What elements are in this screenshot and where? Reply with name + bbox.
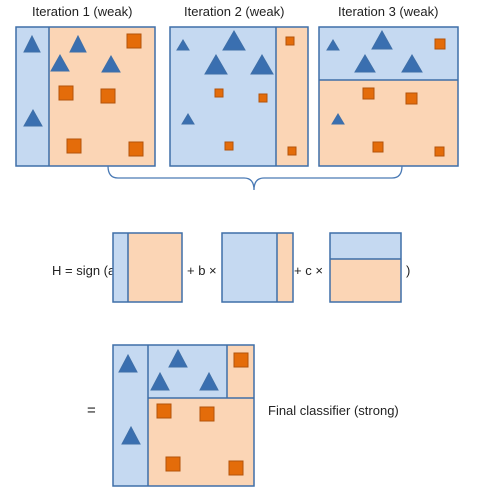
square-mark — [128, 141, 144, 157]
triangle-mark — [326, 39, 340, 51]
plus-b-term: + b × — [187, 263, 217, 278]
iteration-1-title: Iteration 1 (weak) — [32, 4, 133, 19]
final-classifier-panel — [112, 344, 255, 487]
closing-paren: ) — [406, 263, 411, 278]
square-mark — [165, 456, 181, 472]
triangle-mark — [371, 29, 393, 50]
triangle-mark — [23, 108, 43, 127]
iteration-1-panel — [15, 26, 156, 167]
triangle-mark — [181, 113, 195, 125]
curly-brace — [107, 165, 403, 191]
square-mark — [287, 146, 297, 156]
triangle-mark — [331, 113, 345, 125]
formula-box-3 — [329, 232, 402, 303]
square-mark — [233, 352, 249, 368]
square-mark — [258, 93, 268, 103]
square-mark — [100, 88, 116, 104]
plus-c-term: + c × — [294, 263, 323, 278]
square-mark — [156, 403, 172, 419]
triangle-mark — [118, 353, 138, 373]
square-mark — [285, 36, 295, 46]
square-mark — [405, 92, 418, 105]
square-mark — [199, 406, 215, 422]
formula-box-2 — [221, 232, 294, 303]
square-mark — [58, 85, 74, 101]
triangle-mark — [354, 54, 376, 73]
triangle-mark — [101, 54, 121, 73]
iteration-2-frame — [169, 26, 309, 167]
iteration-3-panel — [318, 26, 459, 167]
triangle-mark — [50, 53, 70, 72]
square-mark — [228, 460, 244, 476]
formula-prefix: H = sign (a × — [52, 263, 127, 278]
triangle-mark — [176, 39, 190, 51]
equals-sign: = — [87, 402, 96, 419]
triangle-mark — [168, 348, 188, 368]
square-mark — [372, 141, 384, 153]
final-classifier-label: Final classifier (strong) — [268, 403, 399, 418]
iteration-3-blue-region — [319, 27, 458, 80]
triangle-mark — [150, 371, 170, 391]
triangle-mark — [401, 54, 423, 73]
iteration-3-title: Iteration 3 (weak) — [338, 4, 439, 19]
triangle-mark — [121, 425, 141, 445]
triangle-mark — [199, 371, 219, 391]
iteration-2-title: Iteration 2 (weak) — [184, 4, 285, 19]
iteration-2-orange-region — [276, 27, 308, 166]
square-mark — [66, 138, 82, 154]
formula-box-1 — [112, 232, 183, 303]
square-mark — [214, 88, 224, 98]
square-mark — [434, 38, 446, 50]
square-mark — [224, 141, 234, 151]
triangle-mark — [23, 34, 41, 53]
iteration-1-frame — [15, 26, 156, 167]
iteration-2-panel — [169, 26, 309, 167]
triangle-mark — [204, 54, 228, 75]
final-frame — [112, 344, 255, 487]
triangle-mark — [250, 54, 274, 75]
square-mark — [434, 146, 445, 157]
triangle-mark — [222, 30, 246, 51]
triangle-mark — [69, 34, 87, 53]
iteration-3-frame — [318, 26, 459, 167]
square-mark — [362, 87, 375, 100]
square-mark — [126, 33, 142, 49]
